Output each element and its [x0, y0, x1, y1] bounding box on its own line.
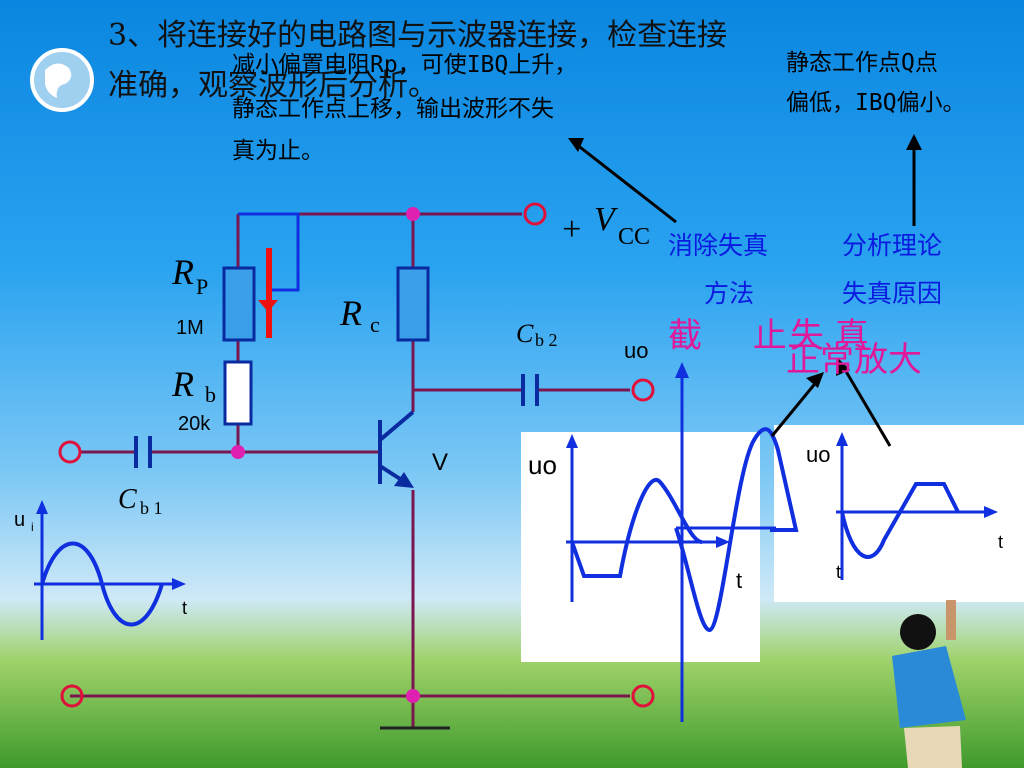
t-label-panel-right-b: t [836, 562, 841, 582]
rp-subscript: P [196, 274, 208, 299]
rp-value: 1M [176, 317, 204, 339]
note-reduce-rp-line3: 真为止。 [232, 138, 324, 164]
junction-dots [231, 207, 420, 703]
label-analysis-theory: 分析理论 [842, 231, 943, 260]
slide-title-line2: 准确，观察波形后分析。 [108, 68, 438, 103]
globe-logo-icon [30, 48, 94, 112]
vcc-plus: + [560, 211, 583, 248]
vcc-symbol: V [594, 201, 619, 238]
annotation-arrowheads [568, 134, 922, 388]
person-illustration [892, 600, 966, 768]
input-waveform: u i t [14, 500, 187, 640]
transistor-v [378, 410, 415, 486]
ui-label: u [14, 509, 25, 531]
note-low-q-line1: 静态工作点Q点 [786, 50, 938, 76]
pink-text-normal-large: 正常放大 [786, 340, 922, 380]
cb2-subscript: b 2 [535, 330, 558, 350]
resistor-rc [396, 266, 430, 342]
rp-wiper-wire [238, 212, 300, 292]
label-distortion-cause: 失真原因 [842, 279, 943, 308]
rp-symbol: R [171, 252, 194, 292]
waveform-panel-left [521, 432, 760, 662]
note-reduce-rp-line1: 减小偏置电阻Rp，可使IBQ上升， [232, 52, 578, 78]
cb2-symbol: C [516, 319, 534, 348]
cutoff-waveform: uo t t [806, 432, 1003, 582]
amplified-waveform [674, 427, 799, 632]
transistor-label: V [432, 449, 448, 476]
rb-symbol: R [171, 364, 194, 404]
uo-label-panel-right: uo [806, 442, 830, 467]
uo-label-panel-left: uo [528, 450, 557, 480]
rb-value: 20k [178, 413, 211, 435]
cb1-symbol: C [118, 484, 137, 515]
resistor-rp [222, 266, 256, 342]
rp-arrow-icon [258, 300, 278, 312]
note-low-q-line2: 偏低，IBQ偏小。 [786, 90, 966, 116]
pink-text-cutoff-2: 失 真 [790, 316, 869, 356]
label-eliminate-distortion: 消除失真 [668, 231, 769, 260]
t-label-panel-right-a: t [998, 532, 1003, 552]
annotation-arrows [575, 142, 916, 447]
emitter-arrow-icon [394, 472, 414, 488]
rc-subscript: c [370, 312, 380, 337]
label-method: 方法 [704, 279, 755, 308]
uo-label-large: uo [624, 338, 648, 363]
terminals [58, 202, 655, 708]
rb-subscript: b [205, 382, 216, 407]
capacitors [134, 374, 539, 468]
slide-title-line1: 3、将连接好的电路图与示波器连接，检查连接 [108, 18, 728, 53]
input-t-label: t [182, 598, 187, 618]
note-reduce-rp-line2: 静态工作点上移，输出波形不失 [232, 96, 554, 122]
t-label-panel-left: t [736, 568, 742, 593]
rc-symbol: R [339, 293, 362, 333]
vcc-subscript: CC [618, 224, 650, 250]
cb1-subscript: b 1 [140, 498, 163, 518]
saturation-waveform: uo t [528, 434, 742, 602]
pink-text-cutoff-1: 截 止 [668, 316, 807, 356]
resistor-rb [223, 360, 253, 426]
ui-subscript: i [31, 520, 34, 534]
